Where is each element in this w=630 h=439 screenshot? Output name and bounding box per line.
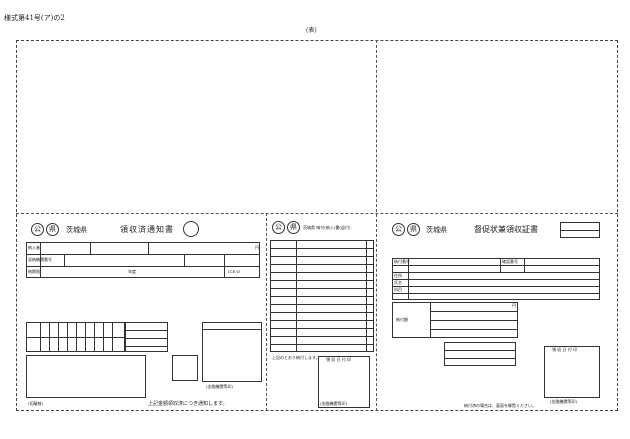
slip-header: 茨城県 納付(納入)書(返付) [303, 225, 351, 230]
seal-right: 県 [287, 221, 300, 234]
slip-date-stamp-box [318, 356, 370, 408]
seal-left: 公 [272, 221, 285, 234]
dunning-stamp-caption: (金融機関等印) [550, 399, 578, 404]
seal-left: 公 [392, 223, 405, 236]
side-label: (表) [306, 27, 317, 34]
vertical-cut-line [376, 40, 377, 411]
info-table [26, 242, 260, 278]
label-payment-amount: 納付額 [396, 317, 408, 322]
slip-stamp-label: 領 収 日 付 印 [326, 357, 352, 362]
form-frame [16, 40, 618, 411]
dunning-title: 督促状兼領収証書 [474, 225, 538, 234]
fiscal-year-label: 年度 [128, 269, 136, 274]
receipt-statement: 上記金額領収済につき通知します。 [148, 401, 228, 407]
label-name: 氏名 [394, 280, 402, 285]
yen-mark: 円 [512, 303, 516, 308]
yen-mark: 円 [255, 245, 259, 250]
summary-table [444, 342, 516, 366]
form-code: ICE-D [228, 269, 241, 274]
dunning-date-stamp-box [544, 346, 600, 398]
notice-title: 領収済通知書 [120, 225, 174, 234]
slip-footer: 上記のとおり納付します。 [272, 355, 320, 360]
seal-left: 公 [31, 223, 44, 236]
seal-right: 県 [46, 223, 59, 236]
horizontal-cut-line [16, 213, 618, 214]
row-label-payer: 納入者 [28, 245, 40, 250]
emblem-icon [183, 221, 199, 237]
row-label-due: 納期限 [28, 269, 40, 274]
stamp-caption: (金融機関等印) [206, 384, 234, 389]
prefecture-name: 茨城県 [426, 226, 447, 234]
label-payment-number: 納付番号 [394, 259, 410, 264]
label-confirmation-number: 確認番号 [502, 259, 518, 264]
date-stamp-box [202, 322, 262, 382]
slip-stamp-caption: (金融機関等印) [320, 401, 348, 406]
detail-box [124, 322, 168, 352]
prefecture-name: 茨城県 [66, 226, 87, 234]
panel-divider-left [266, 213, 267, 411]
dunning-stamp-label: 領 収 日 付 印 [552, 347, 578, 352]
label-subject: 科目 [394, 287, 402, 292]
dunning-footer-note: 納付済の場合は、裏面を御覧ください。 [464, 403, 536, 408]
small-stamp-box [172, 355, 198, 381]
seal-right: 県 [407, 223, 420, 236]
cut-line-label: (切離線) [28, 401, 44, 406]
remarks-box [26, 355, 146, 398]
row-label-agency: 収納機関番号 [28, 257, 52, 262]
form-number: 様式第41号(ア)の2 [4, 14, 65, 22]
label-address: 住所 [394, 273, 402, 278]
